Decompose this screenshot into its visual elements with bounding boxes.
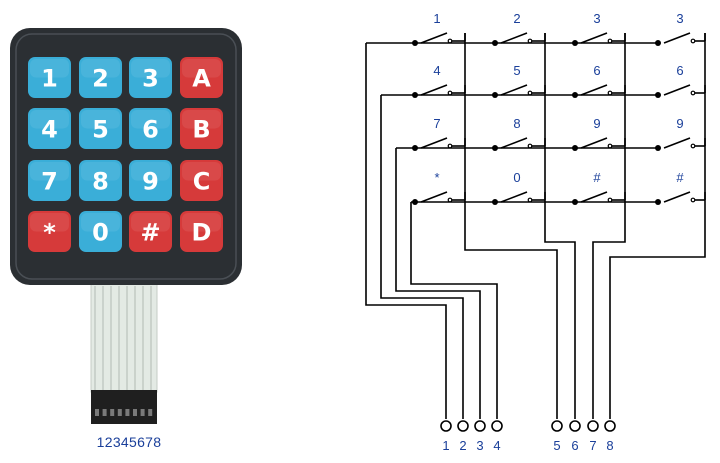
keypad-key-C[interactable]: C <box>180 160 223 201</box>
switch-label: # <box>676 170 684 185</box>
pin-label: 7 <box>589 438 596 453</box>
keypad-key-0[interactable]: 0 <box>79 211 122 252</box>
switch-2-4 <box>655 84 706 98</box>
switch-3-2 <box>492 137 546 151</box>
switch-4-2 <box>492 191 546 205</box>
keypad-key-label: * <box>43 219 56 247</box>
keypad-key-label: 7 <box>41 168 58 196</box>
ribbon-connector <box>91 390 157 424</box>
switch-3-3 <box>572 137 626 151</box>
switch-3-4 <box>655 137 706 151</box>
keypad-key-#[interactable]: # <box>129 211 172 252</box>
switch-label: 6 <box>593 63 600 78</box>
pin-1 <box>440 420 452 432</box>
switch-4-4 <box>655 191 706 205</box>
switch-4-1 <box>412 191 466 205</box>
pin-label: 3 <box>476 438 483 453</box>
switch-label: 2 <box>513 11 520 26</box>
pin-8 <box>604 420 616 432</box>
switch-label: 7 <box>433 116 440 131</box>
switch-1-4 <box>655 32 706 46</box>
pin-label: 5 <box>553 438 560 453</box>
keypad-key-label: 5 <box>92 116 109 144</box>
switch-label: 8 <box>513 116 520 131</box>
switch-2-3 <box>572 84 626 98</box>
switch-label: 6 <box>676 63 683 78</box>
switch-label: # <box>593 170 601 185</box>
keypad-key-label: 3 <box>142 65 159 93</box>
switch-1-3 <box>572 32 626 46</box>
keypad-key-label: C <box>193 168 211 196</box>
keypad-key-2[interactable]: 2 <box>79 57 122 98</box>
keypad-key-label: 4 <box>41 116 58 144</box>
pin-label: 8 <box>606 438 613 453</box>
switch-1-1 <box>412 32 466 46</box>
pin-label: 4 <box>493 438 500 453</box>
connector-pin-label: 12345678 <box>96 434 162 450</box>
keypad-key-A[interactable]: A <box>180 57 223 98</box>
keypad-key-label: 9 <box>142 168 159 196</box>
switch-label: * <box>434 170 439 185</box>
switch-2-1 <box>412 84 466 98</box>
keypad-key-label: 1 <box>41 65 58 93</box>
keypad-key-B[interactable]: B <box>180 108 223 149</box>
switch-label: 0 <box>513 170 520 185</box>
pin-2 <box>457 420 469 432</box>
keypad-key-label: 8 <box>92 168 109 196</box>
keypad-key-9[interactable]: 9 <box>129 160 172 201</box>
pin-4 <box>491 420 503 432</box>
keypad-key-6[interactable]: 6 <box>129 108 172 149</box>
switch-label: 1 <box>433 11 440 26</box>
switch-2-2 <box>492 84 546 98</box>
keypad-key-label: B <box>192 116 210 144</box>
pin-label: 2 <box>459 438 466 453</box>
keypad-key-label: # <box>140 219 160 247</box>
pin-7 <box>587 420 599 432</box>
keypad-illustration: 1 2 3 A 4 5 6 B 7 8 9 C * 0 # D <box>10 28 242 424</box>
pin-5 <box>551 420 563 432</box>
pin-label: 6 <box>571 438 578 453</box>
switch-label: 9 <box>593 116 600 131</box>
switch-label: 3 <box>593 11 600 26</box>
keypad-key-label: 0 <box>92 219 109 247</box>
keypad-key-label: A <box>192 65 211 93</box>
switch-label: 3 <box>676 11 683 26</box>
switch-label: 4 <box>433 63 440 78</box>
pin-6 <box>569 420 581 432</box>
keypad-key-5[interactable]: 5 <box>79 108 122 149</box>
switch-label: 9 <box>676 116 683 131</box>
keypad-key-label: D <box>192 219 212 247</box>
keypad-key-*[interactable]: * <box>28 211 71 252</box>
keypad-key-8[interactable]: 8 <box>79 160 122 201</box>
keypad-key-label: 6 <box>142 116 159 144</box>
switch-3-1 <box>412 137 466 151</box>
pin-label: 1 <box>442 438 449 453</box>
switch-4-3 <box>572 191 626 205</box>
keypad-key-4[interactable]: 4 <box>28 108 71 149</box>
keypad-key-label: 2 <box>92 65 109 93</box>
keypad-key-3[interactable]: 3 <box>129 57 172 98</box>
keypad-key-D[interactable]: D <box>180 211 223 252</box>
pin-3 <box>474 420 486 432</box>
switch-label: 5 <box>513 63 520 78</box>
keypad-key-7[interactable]: 7 <box>28 160 71 201</box>
keypad-key-1[interactable]: 1 <box>28 57 71 98</box>
ribbon-cable <box>90 283 158 393</box>
switch-1-2 <box>492 32 546 46</box>
